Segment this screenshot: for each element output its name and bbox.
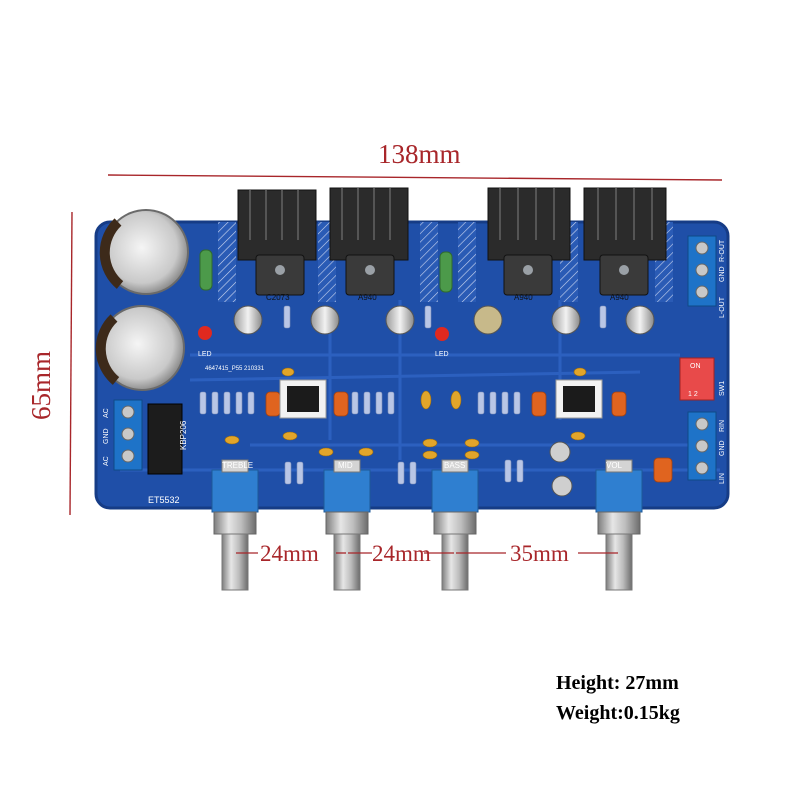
led-left [198,326,212,340]
width-dimension-label: 138mm [378,139,461,169]
led-left-label: LED [198,351,212,358]
output-terminal-label-2: GND [719,266,726,282]
gap-3-dimension-label: 35mm [510,541,569,566]
power-terminal-label-1: AC [103,408,110,418]
board-model-label: ET5532 [148,495,180,505]
potentiometer-shaft [213,511,641,591]
switch-on-label: ON [690,363,701,370]
transistor-3-label: A940 [514,293,533,302]
weight-spec: Weight:0.15kg [556,702,680,724]
rectifier-label: KBP206 [179,420,188,450]
output-terminal-label-1: L-OUT [719,296,726,318]
op-amp-chip [555,379,603,419]
dip-switch [679,357,715,401]
knob-mid-label: MID [338,461,353,470]
specs-block: Height: 27mm Weight:0.15kg [556,668,680,728]
power-terminal-label-2: GND [103,428,110,444]
knob-treble-label: TREBLE [222,461,253,470]
switch-pos-label: 1 2 [688,391,698,398]
knob-bass-label: BASS [444,461,465,470]
input-terminal-label-1: LIN [719,473,726,484]
height-dimension-line [69,211,73,516]
switch-label: SW1 [719,381,726,396]
height-dimension-label: 65mm [26,351,56,420]
led-right [435,327,449,341]
gap-2-dimension-label: 24mm [372,541,431,566]
transistor-2-label: A940 [358,293,377,302]
led-right-label: LED [435,351,449,358]
gap-1-dimension-label: 24mm [260,541,319,566]
power-terminal-label-3: AC [103,456,110,466]
output-terminal-label-3: R-OUT [719,239,726,262]
op-amp-chip [279,379,327,419]
width-dimension-line [107,174,723,181]
potentiometer [211,469,643,513]
bridge-rectifier [147,403,183,475]
transistor-1-label: C2073 [266,293,290,302]
transistor-4-label: A940 [610,293,629,302]
trim-label: 4647415_P55 210331 [205,366,265,372]
knob-vol-label: VOL [606,461,623,470]
input-terminal-label-3: RIN [719,420,726,432]
input-terminal-label-2: GND [719,440,726,456]
height-spec: Height: 27mm [556,672,679,694]
